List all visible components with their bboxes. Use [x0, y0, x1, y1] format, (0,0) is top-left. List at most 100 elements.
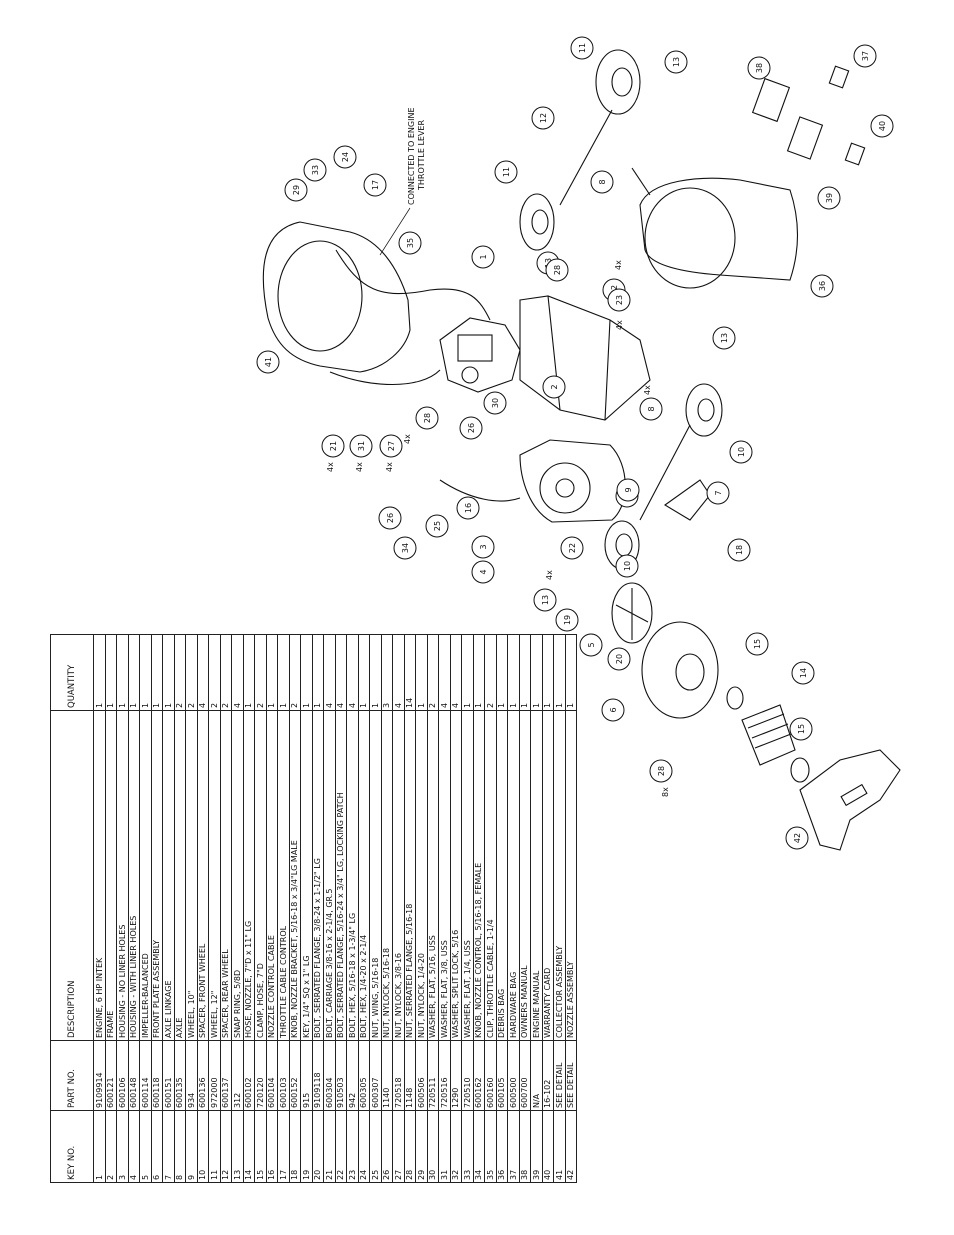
callout-12: 12: [531, 106, 555, 130]
callout-circle: [590, 170, 614, 194]
callout-label: 23: [615, 295, 624, 305]
callout-label: 1: [479, 254, 488, 259]
callout-19: 19: [555, 608, 579, 632]
callout-10: 10: [729, 440, 753, 464]
callout-circle: [542, 375, 566, 399]
callout-circle: [727, 538, 751, 562]
frame: [519, 295, 651, 421]
callout-2: 2: [542, 375, 566, 399]
callout-label: 40: [878, 121, 887, 131]
callout-circle: [639, 397, 663, 421]
callout-35: 35: [398, 231, 422, 255]
callout-label: 41: [264, 357, 273, 367]
note-line-2: THROTTLE LEVER: [417, 120, 426, 191]
callout-circle: [853, 44, 877, 68]
hose-clamp-top: [726, 686, 744, 710]
callout-15: 15: [789, 717, 813, 741]
callout-circle: [789, 717, 813, 741]
callout-circle: [363, 173, 387, 197]
callout-11: 11: [570, 36, 594, 60]
callout-circle: [284, 178, 308, 202]
callout-circle: [545, 258, 569, 282]
callout-15: 15: [745, 632, 769, 656]
callout-circle: [601, 698, 625, 722]
callout-circle: [870, 114, 894, 138]
callout-label: 16: [464, 503, 473, 513]
callout-circle: [471, 560, 495, 584]
callout-circle: [333, 145, 357, 169]
callout-label: 11: [578, 43, 587, 53]
callout-label: 13: [672, 57, 681, 67]
callout-label: 27: [387, 441, 396, 451]
callout-22: 22: [560, 536, 584, 560]
nozzle-cable: [439, 479, 521, 502]
callout-circle: [560, 536, 584, 560]
callout-28: 28: [415, 406, 439, 430]
nozzle-hose: [741, 704, 796, 766]
callout-label: 25: [433, 521, 442, 531]
mult-4x-1: 4x: [614, 260, 623, 270]
callout-label: 15: [753, 639, 762, 649]
callout-34: 34: [393, 536, 417, 560]
callout-29: 29: [284, 178, 308, 202]
blower-housing: [519, 439, 626, 523]
callout-33: 33: [303, 158, 327, 182]
callout-25: 25: [425, 514, 449, 538]
callout-label: 3: [479, 544, 488, 549]
callout-label: 7: [714, 490, 723, 495]
rear-wheel-left: [519, 193, 555, 251]
callout-label: 9: [624, 487, 633, 492]
callout-24: 24: [333, 145, 357, 169]
mult-4x-3: 4x: [403, 434, 412, 444]
callout-label: 36: [818, 281, 827, 291]
callout-18: 18: [727, 538, 751, 562]
mult-4x-7: 4x: [545, 570, 554, 580]
callout-label: 26: [386, 513, 395, 523]
callout-circle: [349, 434, 373, 458]
callout-23: 23: [607, 288, 631, 312]
callout-7: 7: [706, 481, 730, 505]
collector-housing: [262, 221, 441, 386]
callout-circle: [471, 245, 495, 269]
engine-manual: [786, 116, 824, 160]
callout-label: 34: [401, 543, 410, 553]
callout-circle: [378, 506, 402, 530]
callout-label: 31: [357, 441, 366, 451]
callout-circle: [494, 160, 518, 184]
callout-6: 6: [601, 698, 625, 722]
callout-circle: [393, 536, 417, 560]
callout-circle: [747, 56, 771, 80]
callout-label: 42: [793, 833, 802, 843]
callout-label: 8: [647, 406, 656, 411]
callout-label: 13: [541, 595, 550, 605]
callout-label: 28: [553, 265, 562, 275]
callout-13: 13: [712, 326, 736, 350]
callout-circle: [471, 535, 495, 559]
callout-label: 2: [550, 384, 559, 389]
callout-42: 42: [785, 826, 809, 850]
callout-label: 28: [657, 766, 666, 776]
callout-label: 18: [735, 545, 744, 555]
callout-11: 11: [494, 160, 518, 184]
callout-circle: [607, 288, 631, 312]
callout-9: 9: [616, 478, 640, 502]
axle-linkage: [663, 479, 711, 521]
callout-14: 14: [791, 661, 815, 685]
callout-label: 39: [825, 193, 834, 203]
callout-3: 3: [471, 535, 495, 559]
callout-circle: [729, 440, 753, 464]
callout-label: 15: [797, 724, 806, 734]
callout-8: 8: [590, 170, 614, 194]
callout-21: 21: [321, 434, 345, 458]
callout-circle: [745, 632, 769, 656]
nozzle: [799, 749, 901, 851]
callout-circle: [570, 36, 594, 60]
mult-4x-5: 4x: [355, 462, 364, 472]
callout-circle: [379, 434, 403, 458]
callout-10: 10: [615, 554, 639, 578]
rear-axle: [559, 109, 613, 206]
callout-20: 20: [607, 647, 631, 671]
callout-27: 27: [379, 434, 403, 458]
callout-label: 14: [799, 668, 808, 678]
